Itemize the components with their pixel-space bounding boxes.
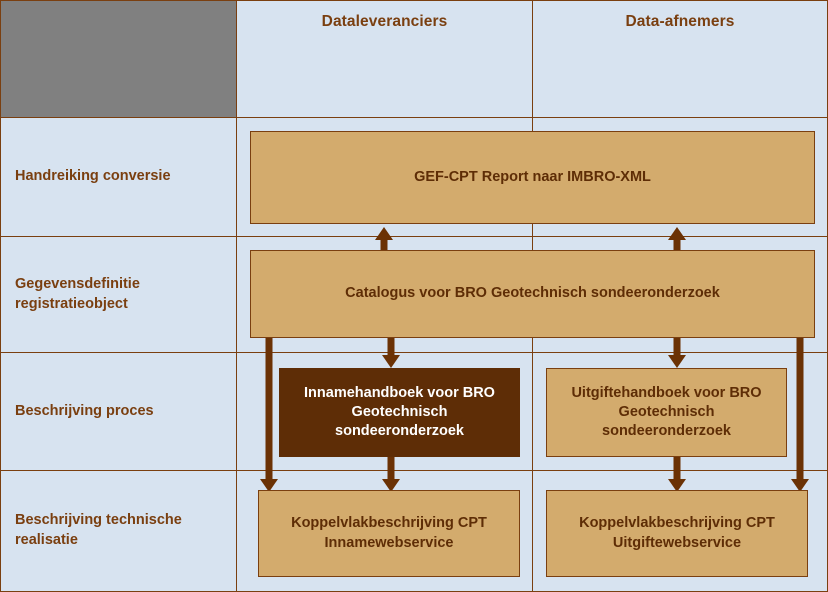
arrow-down-catalogus-to-innamehandboek: [382, 336, 400, 368]
arrow-down-catalogus-to-koppelvlak-inname-bypass: [260, 336, 278, 492]
arrow-up-catalogus-to-report-right: [668, 227, 686, 253]
row-label-text: Gegevensdefinitie registratieobject: [15, 275, 140, 312]
box-label: GEF-CPT Report naar IMBRO-XML: [414, 168, 651, 185]
box-gef-cpt-report[interactable]: GEF-CPT Report naar IMBRO-XML: [250, 131, 815, 224]
row-label-text: Handreiking conversie: [15, 168, 171, 185]
box-innamehandboek[interactable]: Innamehandboek voor BRO Geotechnisch son…: [279, 368, 520, 457]
row-label-text: Beschrijving technische realisatie: [15, 512, 182, 548]
box-label: Innamehandboek voor BRO Geotechnisch son…: [304, 384, 495, 440]
box-label: Uitgiftehandboek voor BRO Geotechnisch s…: [571, 384, 762, 440]
column-header-label: Data-afnemers: [625, 13, 735, 30]
box-label: Koppelvlakbeschrijving CPT Innamewebserv…: [291, 515, 487, 551]
row-label-beschrijving-technische-realisatie: Beschrijving technische realisatie: [0, 470, 237, 592]
arrow-down-uitgiftehandboek-to-koppelvlak-uitgifte: [668, 455, 686, 492]
arrow-up-catalogus-to-report-left: [375, 227, 393, 253]
arrow-down-catalogus-to-koppelvlak-uitgifte-bypass: [791, 336, 809, 492]
row-label-gegevensdefinitie-registratieobject: Gegevensdefinitie registratieobject: [0, 236, 237, 353]
box-uitgiftehandboek[interactable]: Uitgiftehandboek voor BRO Geotechnisch s…: [546, 368, 787, 457]
arrow-down-catalogus-to-uitgiftehandboek: [668, 336, 686, 368]
row-label-beschrijving-proces: Beschrijving proces: [0, 352, 237, 471]
column-header-dataleveranciers: Dataleveranciers: [236, 0, 533, 118]
row-label-text: Beschrijving proces: [15, 402, 154, 419]
box-label: Koppelvlakbeschrijving CPT Uitgiftewebse…: [579, 515, 775, 551]
row-label-handreiking-conversie: Handreiking conversie: [0, 117, 237, 237]
box-koppelvlak-uitgifte[interactable]: Koppelvlakbeschrijving CPT Uitgiftewebse…: [546, 490, 808, 577]
column-header-label: Dataleveranciers: [321, 13, 448, 30]
box-catalogus[interactable]: Catalogus voor BRO Geotechnisch sondeero…: [250, 250, 815, 338]
column-header-data-afnemers: Data-afnemers: [532, 0, 828, 118]
box-koppelvlak-inname[interactable]: Koppelvlakbeschrijving CPT Innamewebserv…: [258, 490, 520, 577]
arrow-down-innamehandboek-to-koppelvlak-inname: [382, 455, 400, 492]
corner-cell: [0, 0, 237, 118]
box-label: Catalogus voor BRO Geotechnisch sondeero…: [345, 285, 720, 302]
